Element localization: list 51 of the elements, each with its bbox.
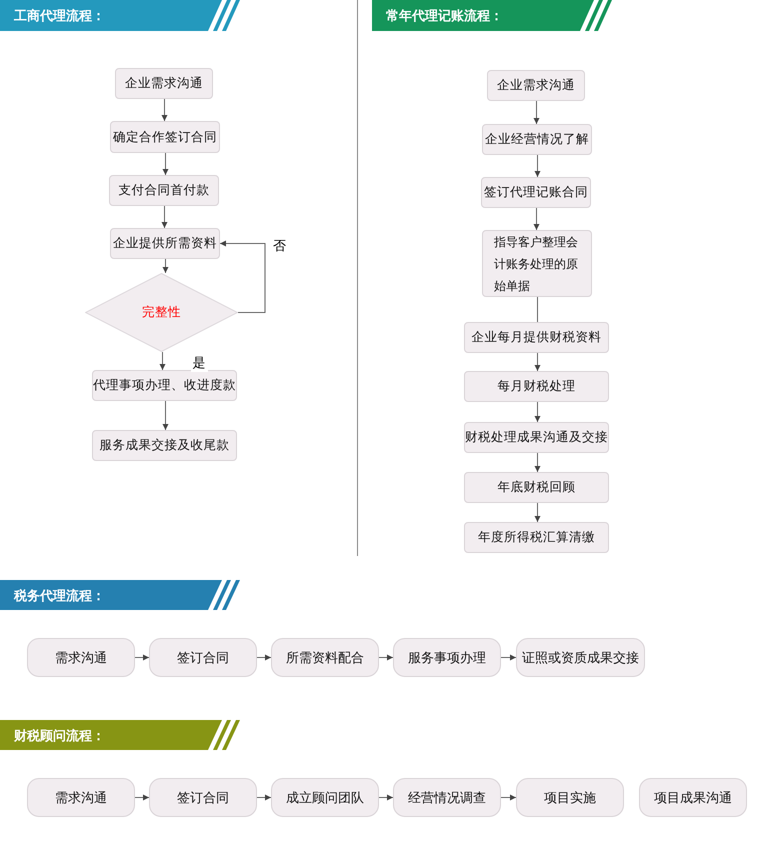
- process-box: 每月财税处理: [464, 371, 609, 402]
- arrow: [378, 654, 394, 660]
- arrow: [162, 258, 168, 274]
- process-box: 项目实施: [516, 778, 624, 817]
- process-box: 签订合同: [149, 638, 257, 677]
- arrow: [162, 152, 168, 176]
- process-box: 企业经营情况了解: [482, 124, 592, 155]
- process-box: 需求沟通: [27, 638, 135, 677]
- process-box: 企业需求沟通: [115, 68, 213, 99]
- process-box: 证照或资质成果交接: [516, 638, 645, 677]
- process-box: 年度所得税汇算清缴: [464, 522, 609, 553]
- arrow: [162, 206, 168, 228]
- edge-label: 是: [190, 354, 208, 372]
- process-box: 年底财税回顾: [464, 472, 609, 503]
- process-box: 签订合同: [149, 778, 257, 817]
- arrow: [134, 654, 150, 660]
- arrow: [534, 352, 540, 372]
- arrow: [500, 654, 516, 660]
- process-box: 签订代理记账合同: [481, 177, 591, 208]
- arrow: [134, 794, 150, 800]
- arrow: [534, 154, 540, 178]
- arrow: [534, 402, 540, 422]
- arrow: [220, 240, 266, 313]
- process-box: 需求沟通: [27, 778, 135, 817]
- arrow: [160, 352, 166, 370]
- process-box: 支付合同首付款: [109, 175, 219, 206]
- process-box: 所需资料配合: [271, 638, 379, 677]
- arrow: [378, 794, 394, 800]
- process-box: 服务成果交接及收尾款: [92, 430, 237, 461]
- process-box: 企业需求沟通: [487, 70, 585, 101]
- arrow: [256, 654, 272, 660]
- process-box: 成立顾问团队: [271, 778, 379, 817]
- process-box: 经营情况调查: [393, 778, 501, 817]
- arrow: [534, 452, 540, 472]
- arrow: [162, 400, 168, 430]
- arrow: [534, 208, 540, 230]
- process-box: 企业提供所需资料: [110, 228, 220, 259]
- connector-line: [537, 296, 538, 322]
- process-box: 确定合作签订合同: [110, 121, 220, 153]
- arrow: [534, 502, 540, 522]
- process-box: 企业每月提供财税资料: [464, 322, 609, 353]
- arrow: [500, 794, 516, 800]
- process-box: 服务事项办理: [393, 638, 501, 677]
- decision-diamond: 完整性: [85, 273, 238, 352]
- arrow: [162, 98, 168, 122]
- process-box: 项目成果沟通: [639, 778, 747, 817]
- process-box: 财税处理成果沟通及交接: [464, 422, 609, 453]
- arrow: [534, 100, 540, 124]
- process-box: 代理事项办理、收进度款: [92, 370, 237, 401]
- arrow: [256, 794, 272, 800]
- process-box: 指导客户整理会计账务处理的原始单据: [482, 230, 592, 297]
